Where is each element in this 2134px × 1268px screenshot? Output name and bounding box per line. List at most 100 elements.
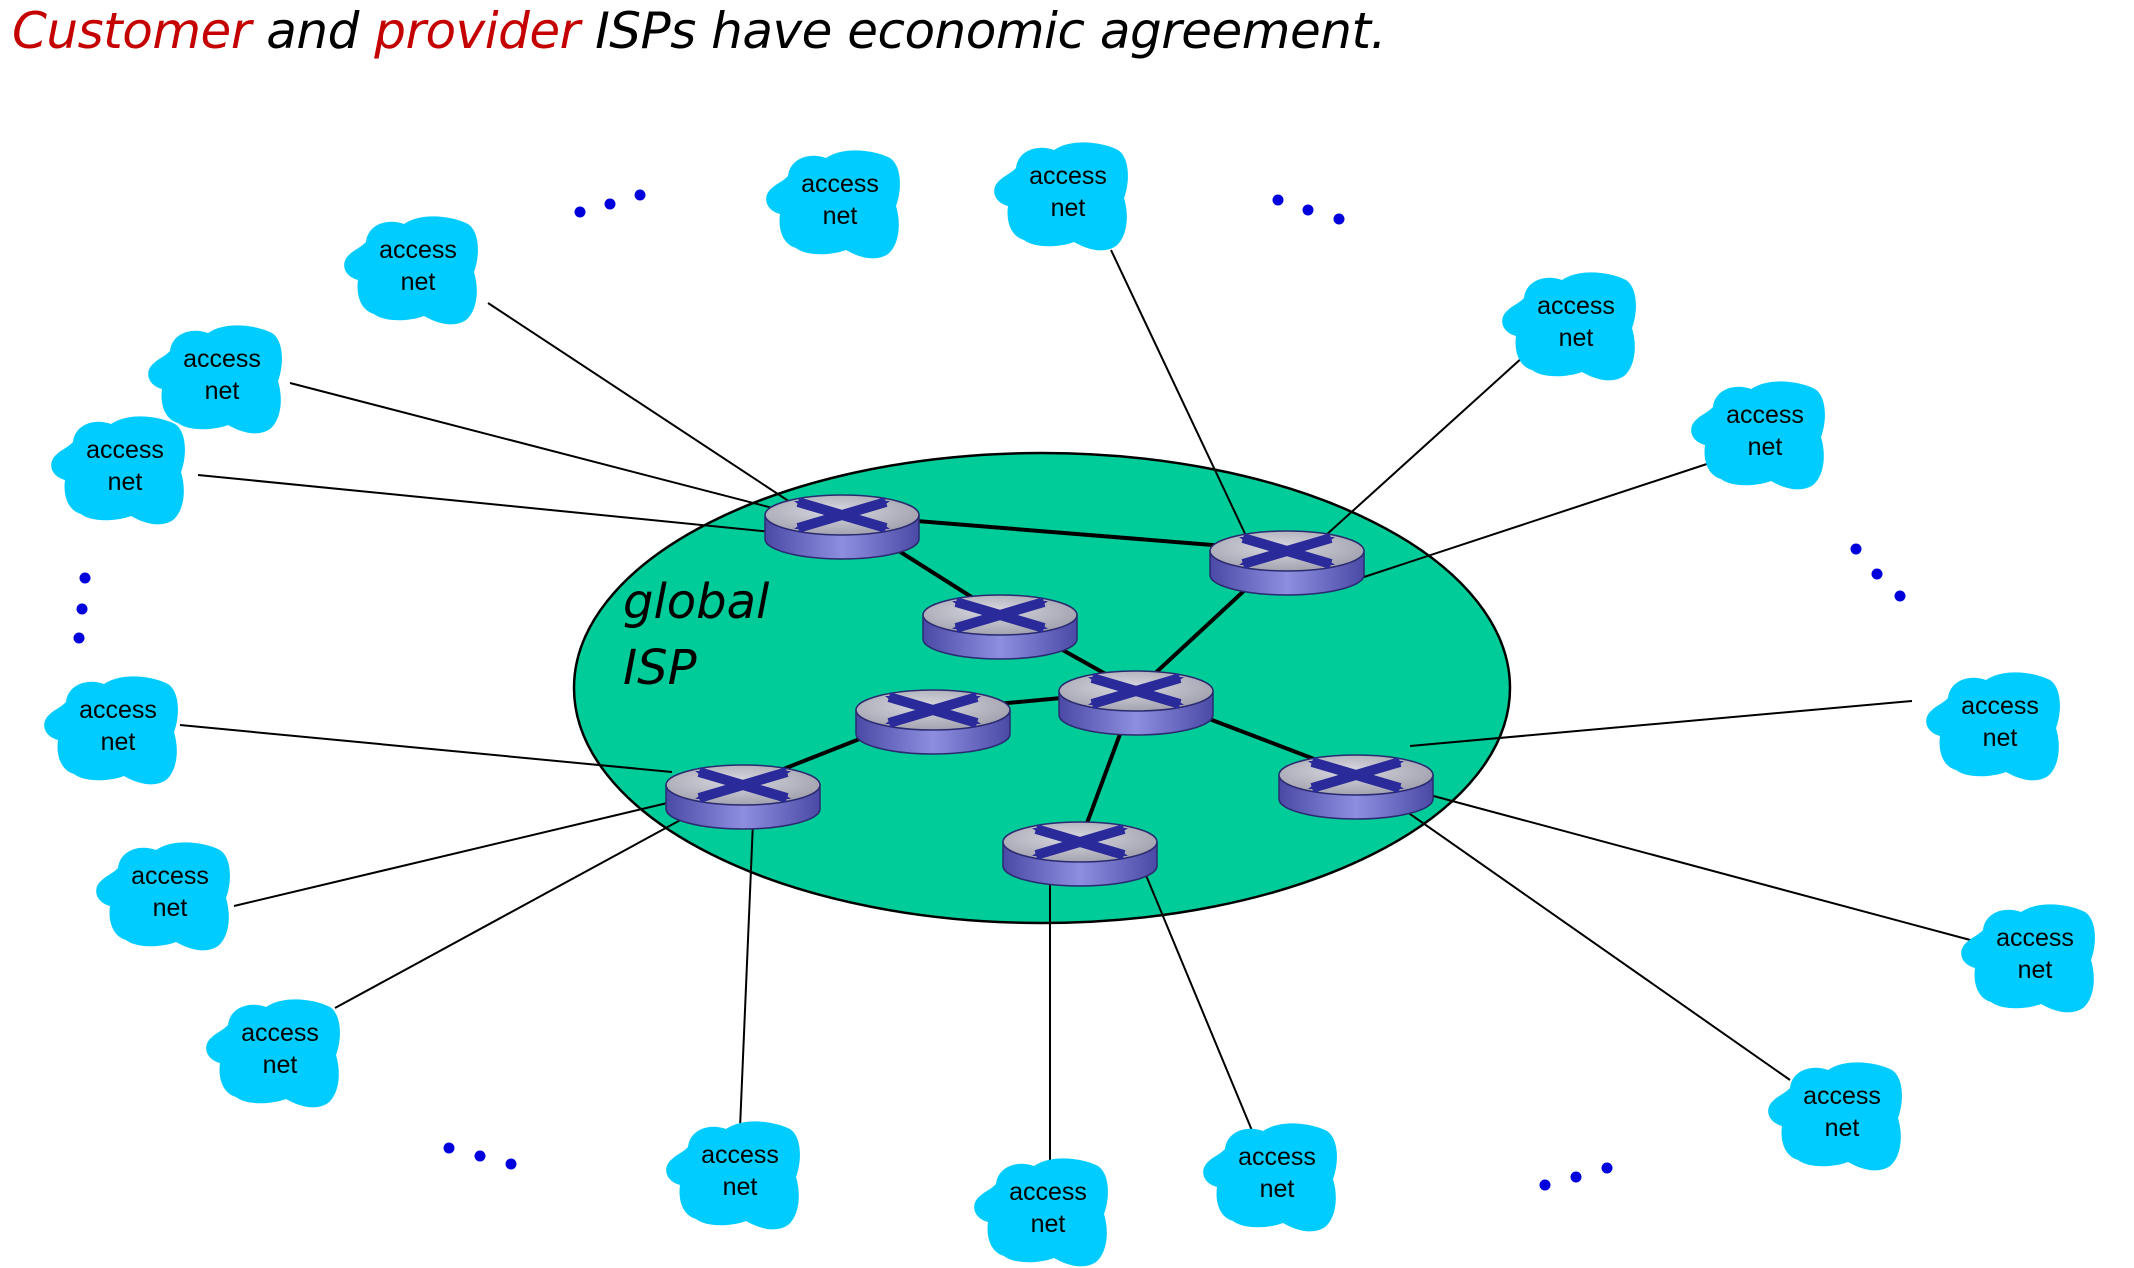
slide-title: Customer and provider ISPs have economic… xyxy=(12,2,1386,60)
access-net: access net xyxy=(344,216,478,325)
title-provider: provider xyxy=(374,2,580,60)
access-net-label-line1: access xyxy=(1009,1178,1087,1206)
access-net-label-line2: net xyxy=(1559,324,1594,352)
access-net-cloud-icon xyxy=(974,1158,1108,1267)
access-net-cloud-icon xyxy=(206,999,340,1108)
access-net: access net xyxy=(1691,381,1825,490)
access-net: access net xyxy=(994,142,1128,251)
access-link xyxy=(197,474,773,533)
access-net: access net xyxy=(206,999,340,1108)
access-net-label-line1: access xyxy=(701,1141,779,1169)
ellipsis-layer xyxy=(73,189,1906,1191)
access-net-cloud-icon xyxy=(1203,1123,1337,1232)
router-icon xyxy=(665,764,821,830)
access-link xyxy=(739,821,754,1129)
access-link xyxy=(1142,867,1254,1134)
access-net-cloud-icon xyxy=(1502,272,1636,381)
access-net-label-line2: net xyxy=(1031,1210,1066,1238)
access-net-cloud-icon xyxy=(51,416,185,525)
access-link xyxy=(1110,249,1249,541)
access-link xyxy=(487,302,791,503)
access-net-label-line2: net xyxy=(1825,1114,1860,1142)
access-net-label-line1: access xyxy=(86,436,164,464)
access-net-cloud-icon xyxy=(1926,672,2060,781)
access-net-cloud-icon xyxy=(1961,904,2095,1013)
access-link xyxy=(179,724,673,773)
access-net-label-line1: access xyxy=(1238,1143,1316,1171)
router-icon xyxy=(922,594,1078,660)
access-link xyxy=(289,382,789,513)
access-link xyxy=(1409,700,1913,747)
title-and: and xyxy=(250,2,375,60)
access-net: access net xyxy=(1203,1123,1337,1232)
access-net-label-line2: net xyxy=(1983,724,2018,752)
access-net-label-line2: net xyxy=(101,728,136,756)
access-net-label-line2: net xyxy=(401,268,436,296)
ellipsis-dots-icon xyxy=(1272,194,1345,225)
access-net-label-line2: net xyxy=(263,1051,298,1079)
access-net-label-line2: net xyxy=(1748,433,1783,461)
access-net-cloud-icon xyxy=(994,142,1128,251)
ellipsis-dots-icon xyxy=(443,1142,517,1170)
access-net: access net xyxy=(1961,904,2095,1013)
access-link xyxy=(334,816,687,1009)
access-net-cloud-icon xyxy=(666,1121,800,1230)
access-net-cloud-icon xyxy=(344,216,478,325)
router-icon xyxy=(1278,754,1434,820)
access-net-cloud-icon xyxy=(1691,381,1825,490)
access-net-label-line1: access xyxy=(1537,292,1615,320)
access-net: access net xyxy=(51,416,185,525)
access-net-label-line1: access xyxy=(801,170,879,198)
router-icon xyxy=(1002,821,1158,887)
ellipsis-dots-icon xyxy=(73,572,91,644)
routers-layer xyxy=(665,494,1434,887)
ellipsis-dots-icon xyxy=(574,189,646,218)
access-net-cloud-icon xyxy=(44,676,178,785)
access-net-label-line2: net xyxy=(723,1173,758,1201)
access-net-label-line1: access xyxy=(241,1019,319,1047)
access-net: access net xyxy=(44,676,178,785)
access-net-label-line1: access xyxy=(1029,162,1107,190)
isp-label-line1: global xyxy=(623,574,770,630)
access-net-label-line1: access xyxy=(1726,401,1804,429)
access-net-label-line2: net xyxy=(153,894,188,922)
access-net-label-line2: net xyxy=(2018,956,2053,984)
router-icon xyxy=(1058,670,1214,736)
access-net-cloud-icon xyxy=(1768,1062,1902,1171)
access-net-label-line2: net xyxy=(1051,194,1086,222)
router-icon xyxy=(1209,530,1365,596)
ellipsis-dots-icon xyxy=(1539,1162,1613,1191)
access-net-label-line2: net xyxy=(1260,1175,1295,1203)
access-link xyxy=(233,799,681,907)
access-net: access net xyxy=(1502,272,1636,381)
access-net: access net xyxy=(666,1121,800,1230)
router-icon xyxy=(855,689,1011,755)
access-net-label-line2: net xyxy=(108,468,143,496)
access-link xyxy=(1399,786,1975,942)
title-customer: Customer xyxy=(12,2,251,60)
access-net: access net xyxy=(1768,1062,1902,1171)
access-net-label-line1: access xyxy=(131,862,209,890)
access-net-label-line1: access xyxy=(1996,924,2074,952)
access-net-label-line1: access xyxy=(183,345,261,373)
access-net-cloud-icon xyxy=(766,150,900,259)
access-net-cloud-icon xyxy=(148,325,282,434)
access-net-label-line1: access xyxy=(379,236,457,264)
access-link xyxy=(1324,327,1556,537)
ellipsis-dots-icon xyxy=(1850,543,1906,602)
access-net: access net xyxy=(148,325,282,434)
access-nets-layer: access net access net access net access net acce… xyxy=(44,142,2095,1267)
access-net-label-line1: access xyxy=(79,696,157,724)
access-net-label-line1: access xyxy=(1961,692,2039,720)
access-net: access net xyxy=(1926,672,2060,781)
access-net: access net xyxy=(96,842,230,951)
router-icon xyxy=(764,494,920,560)
access-link xyxy=(1363,457,1726,578)
access-net-label-line1: access xyxy=(1803,1082,1881,1110)
access-net-label-line2: net xyxy=(205,377,240,405)
title-rest: ISPs have economic agreement. xyxy=(579,2,1386,60)
access-net: access net xyxy=(974,1158,1108,1267)
